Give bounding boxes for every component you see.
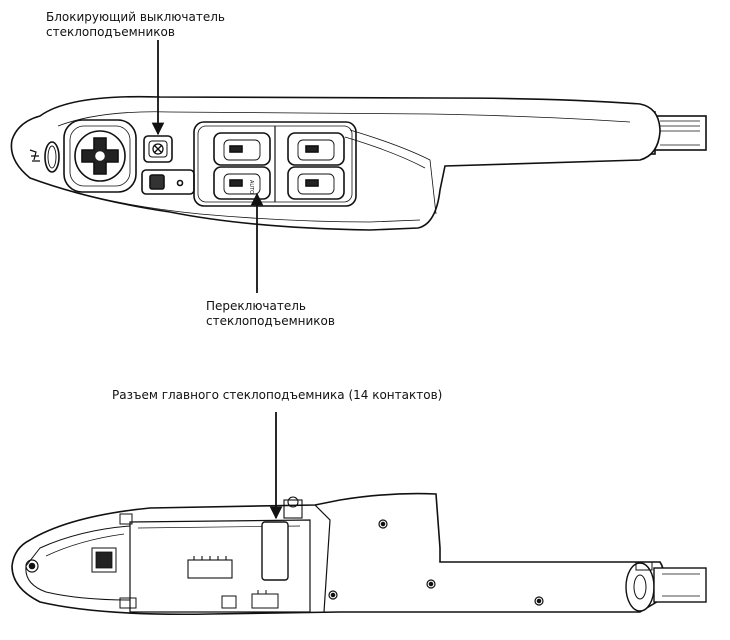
window-switch-bezel [193, 121, 357, 207]
main-14-pin-connector [261, 496, 303, 581]
window-lock-switch[interactable] [143, 135, 173, 163]
screw-hole [534, 596, 544, 606]
lock-switch-label-line1: Блокирующий выключатель [46, 10, 225, 24]
auto-mark: AUTO [248, 180, 254, 194]
mirror-control-joystick[interactable] [63, 119, 137, 193]
mirror-fold-button[interactable] [44, 141, 60, 173]
window-switch-label-line2: стеклоподъемников [206, 314, 335, 328]
lock-switch-label-line2: стеклоподъемников [46, 25, 175, 39]
lock-switch-label: Блокирующий выключатель стеклоподъемнико… [46, 10, 225, 40]
switch-panel-top-view: AUTO [10, 95, 707, 231]
window-switch-label: Переключатель стеклоподъемников [206, 299, 335, 329]
window-switch-rear-right[interactable] [287, 166, 345, 200]
board-connector-small [187, 556, 233, 579]
panel-housing [10, 95, 661, 231]
window-switch-label-line1: Переключатель [206, 299, 306, 313]
screw-hole [426, 579, 436, 589]
window-switch-rear-left[interactable]: AUTO [213, 166, 271, 200]
window-switch-front-left[interactable] [213, 132, 271, 166]
lock-icon [152, 143, 164, 155]
screw-hole [378, 519, 388, 529]
window-switch-front-right[interactable] [287, 132, 345, 166]
main-connector-label: Разъем главного стеклоподъемника (14 кон… [112, 388, 443, 402]
mirror-select-icon [29, 149, 40, 162]
screw-hole [328, 590, 338, 600]
switch-panel-bottom-view [11, 492, 707, 616]
